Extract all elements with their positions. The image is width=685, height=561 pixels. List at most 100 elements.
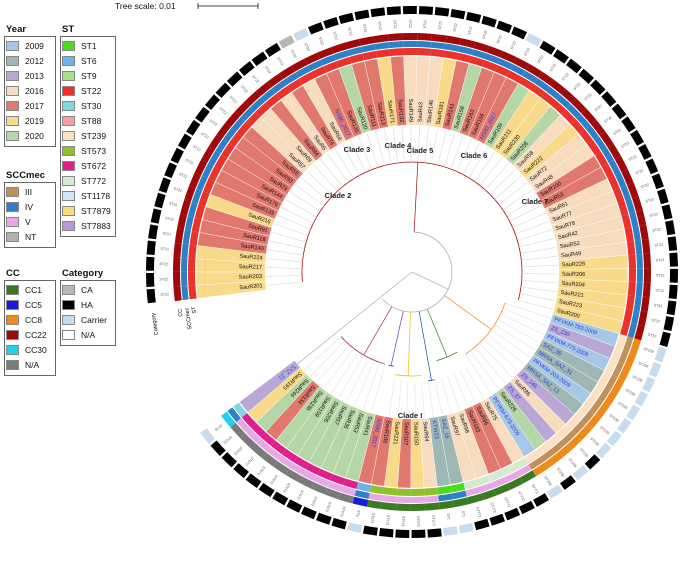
st-ring-cell: [623, 308, 633, 323]
sccmec-ring-cell: [528, 456, 544, 470]
st-ring-cell: [540, 91, 556, 106]
st-ring-cell: [624, 227, 634, 242]
branch: [349, 139, 366, 173]
legend-label: 2012: [25, 56, 44, 66]
branch: [447, 375, 460, 411]
legend-swatch: [62, 221, 75, 231]
cc-ring-cell: [500, 50, 517, 64]
cc-ring-cell: [586, 413, 602, 430]
category-ring-cell: [659, 331, 671, 347]
st-ring-cell: [506, 70, 522, 83]
isolate-label: SauR203: [239, 274, 262, 281]
sccmec-legend-item: V: [6, 216, 31, 228]
isolate-st-tag: ST22: [496, 35, 503, 44]
category-ring-cell: [621, 116, 636, 133]
sccmec-ring-cell: [289, 462, 305, 476]
ring-label: SCCmec: [184, 307, 193, 330]
category-legend-item: HA: [62, 299, 93, 311]
cc-ring-cell: [480, 488, 497, 501]
legend-label: ST7883: [81, 221, 111, 231]
st-ring-cell: [570, 119, 585, 134]
branch-arc: [436, 351, 458, 362]
cc-ring-cell: [513, 56, 530, 70]
category-ring-cell: [518, 500, 535, 515]
cc-ring-cell: [614, 156, 628, 173]
cc-ring-cell: [618, 365, 631, 382]
cc-ring-cell: [643, 268, 651, 283]
cc-ring-cell: [643, 253, 651, 269]
st-ring-cell: [214, 154, 228, 170]
st-ring-cell: [305, 462, 321, 476]
st-ring-cell: [621, 214, 632, 229]
branch: [316, 344, 350, 383]
sccmec-ring-cell: [629, 212, 639, 228]
year-legend-item: 2017: [6, 100, 44, 112]
st-legend-item: ST6: [62, 55, 97, 67]
category-ring-cell: [347, 522, 363, 534]
isolate-st-tag: ST22: [594, 104, 603, 113]
legend-swatch: [6, 217, 19, 227]
sccmec-ring-cell: [625, 198, 636, 214]
st-ring-cell: [188, 258, 196, 272]
st-ring-cell: [287, 78, 303, 92]
isolate-st-tag: ST573: [370, 513, 376, 524]
cc-ring-cell: [624, 351, 637, 368]
legend-swatch: [62, 176, 75, 186]
isolate-label: SauR221: [392, 421, 400, 445]
branch: [417, 126, 421, 163]
cc-ring-cell: [566, 435, 582, 451]
sccmec-ring-cell: [581, 409, 595, 425]
cc-ring-cell: [221, 411, 236, 428]
st-ring-cell: [241, 412, 256, 428]
cc-ring-cell: [216, 122, 231, 139]
st-ring-cell: [610, 346, 623, 362]
category-ring-cell: [634, 390, 649, 407]
st-legend-item: ST239: [62, 130, 106, 142]
cc-legend-item: CC8: [6, 314, 42, 326]
st-ring-cell: [383, 487, 398, 496]
sccmec-ring-cell: [278, 455, 293, 469]
branch: [479, 342, 513, 379]
isolate-st-tag: ST22: [347, 27, 353, 36]
sccmec-ring-cell: [341, 486, 357, 496]
category-ring-cell: [669, 268, 678, 283]
branch: [418, 311, 432, 381]
category-ring-cell: [210, 440, 226, 457]
st-ring-cell: [233, 402, 248, 418]
isolate-st-tag: ST672: [222, 435, 233, 445]
branch: [323, 348, 355, 389]
st-ring-cell: [349, 53, 365, 64]
cc-ring-cell: [603, 390, 618, 407]
cc-ring-cell: [459, 38, 476, 49]
sccmec-ring-cell: [451, 490, 467, 500]
isolate-label: SauR107: [402, 422, 409, 446]
category-ring-cell: [533, 493, 550, 507]
st-ring-cell: [271, 440, 287, 455]
cc-ring-cell: [250, 443, 267, 458]
branch: [502, 189, 533, 211]
sccmec-ring-cell: [633, 295, 642, 311]
sccmec-ring-cell: [516, 464, 532, 477]
legend-swatch: [62, 161, 75, 171]
st-legend-item: ST1: [62, 40, 97, 52]
isolate-st-tag: ST239: [632, 375, 643, 383]
branch: [502, 308, 548, 327]
sccmec-ring-cell: [471, 49, 487, 60]
category-ring-cell: [195, 106, 210, 123]
isolate-st-tag: ST22: [251, 75, 260, 84]
branch: [421, 381, 425, 418]
isolate-st-tag: ST22: [612, 128, 621, 136]
st-ring-cell: [343, 478, 359, 489]
isolate-st-tag: ST22: [408, 19, 412, 28]
isolate-st-tag: ST672: [325, 501, 332, 512]
isolate-st-tag: ST22: [604, 116, 613, 124]
isolate-label: SauR52: [559, 241, 580, 250]
cc-ring-cell: [641, 238, 651, 255]
cc-ring-cell: [311, 482, 328, 495]
st-ring-cell: [598, 371, 612, 387]
isolate-label: SauR224: [239, 254, 263, 262]
st-ring-cell: [587, 140, 601, 156]
st-ring-cell: [579, 129, 594, 145]
branch: [426, 308, 448, 358]
st-legend-item: ST573: [62, 145, 106, 157]
